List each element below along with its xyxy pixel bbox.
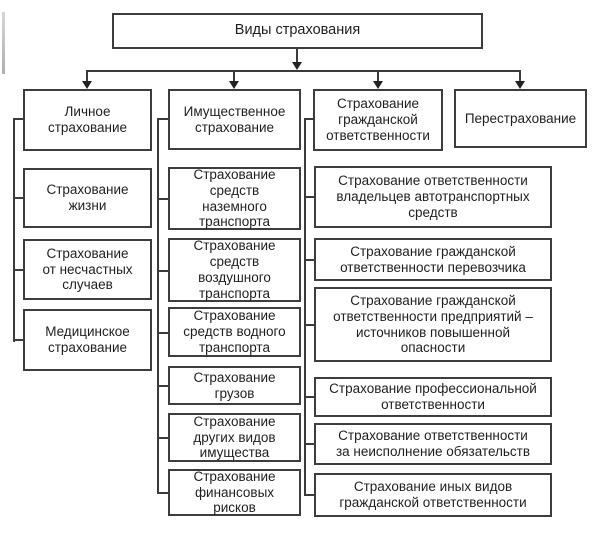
liability-item-carrier: Страхование гражданской ответственности …: [314, 238, 552, 281]
liability-bracket-stub-3: [304, 324, 314, 326]
drop-line-personal: [86, 72, 88, 81]
root-drop-line: [296, 49, 298, 63]
personal-item-medical: Медицинское страхование: [23, 309, 152, 371]
drop-line-reinsurance: [519, 72, 521, 81]
personal-bracket-stub-1: [13, 197, 23, 199]
property-bracket-stub-4: [157, 385, 168, 387]
personal-bracket-vline: [13, 118, 15, 342]
liability-bracket-stub-header: [304, 118, 314, 120]
liability-item-other-civil: Страхование иных видов гражданской ответ…: [314, 473, 552, 517]
personal-bracket-stub-header: [13, 118, 23, 120]
liability-item-hazardous-enterprises: Страхование гражданской ответственности …: [314, 287, 552, 362]
reinsurance-header-box: Перестрахование: [454, 89, 587, 148]
arrow-down-icon-property: [229, 81, 239, 89]
property-bracket-stub-5: [157, 437, 168, 439]
property-bracket-vline: [157, 118, 159, 494]
drop-line-property: [233, 72, 235, 81]
personal-bracket-stub-2: [13, 269, 23, 271]
property-item-other-property: Страхование других видов имущества: [168, 413, 301, 462]
property-item-air-transport: Страхование средств воздушного транспорт…: [168, 238, 301, 302]
liability-bracket-stub-2: [304, 259, 314, 261]
liability-bracket-stub-5: [304, 443, 314, 445]
trunk-horizontal-line: [86, 70, 521, 72]
liability-item-non-fulfillment: Страхование ответственности за неисполне…: [314, 423, 552, 465]
root-box: Виды страхования: [112, 13, 483, 49]
property-item-financial-risks: Страхование финансовых рисков: [168, 469, 301, 516]
liability-bracket-stub-1: [304, 196, 314, 198]
liability-bracket-vline: [304, 118, 306, 496]
liability-bracket-stub-6: [304, 494, 314, 496]
drop-line-liability: [377, 72, 379, 81]
property-item-cargo: Страхование грузов: [168, 366, 301, 405]
property-header-box: Имущественное страхование: [168, 89, 301, 150]
arrow-down-icon-liability: [373, 81, 383, 89]
property-bracket-stub-2: [157, 270, 168, 272]
arrow-down-icon-reinsurance: [515, 81, 525, 89]
property-item-ground-transport: Страхование средств наземного транспорта: [168, 167, 301, 230]
scan-artifact: [2, 12, 5, 74]
property-bracket-stub-1: [157, 198, 168, 200]
property-bracket-stub-3: [157, 332, 168, 334]
property-bracket-stub-6: [157, 492, 168, 494]
liability-item-vehicle-owners: Страхование ответственности владельцев а…: [314, 166, 552, 228]
personal-header-box: Личное страхование: [23, 89, 152, 151]
liability-bracket-stub-4: [304, 396, 314, 398]
liability-header-box: Страхование гражданской ответственности: [313, 89, 443, 151]
liability-item-professional: Страхование профессиональной ответственн…: [314, 377, 552, 417]
property-bracket-stub-header: [157, 118, 168, 120]
arrow-down-icon-personal: [82, 81, 92, 89]
personal-bracket-stub-3: [13, 339, 23, 341]
personal-item-life: Страхование жизни: [23, 168, 152, 228]
personal-item-accident: Страхование от несчастных случаев: [23, 239, 152, 300]
property-item-water-transport: Страхование средств водного транспорта: [168, 307, 301, 357]
root-arrow-down-icon: [292, 62, 302, 70]
